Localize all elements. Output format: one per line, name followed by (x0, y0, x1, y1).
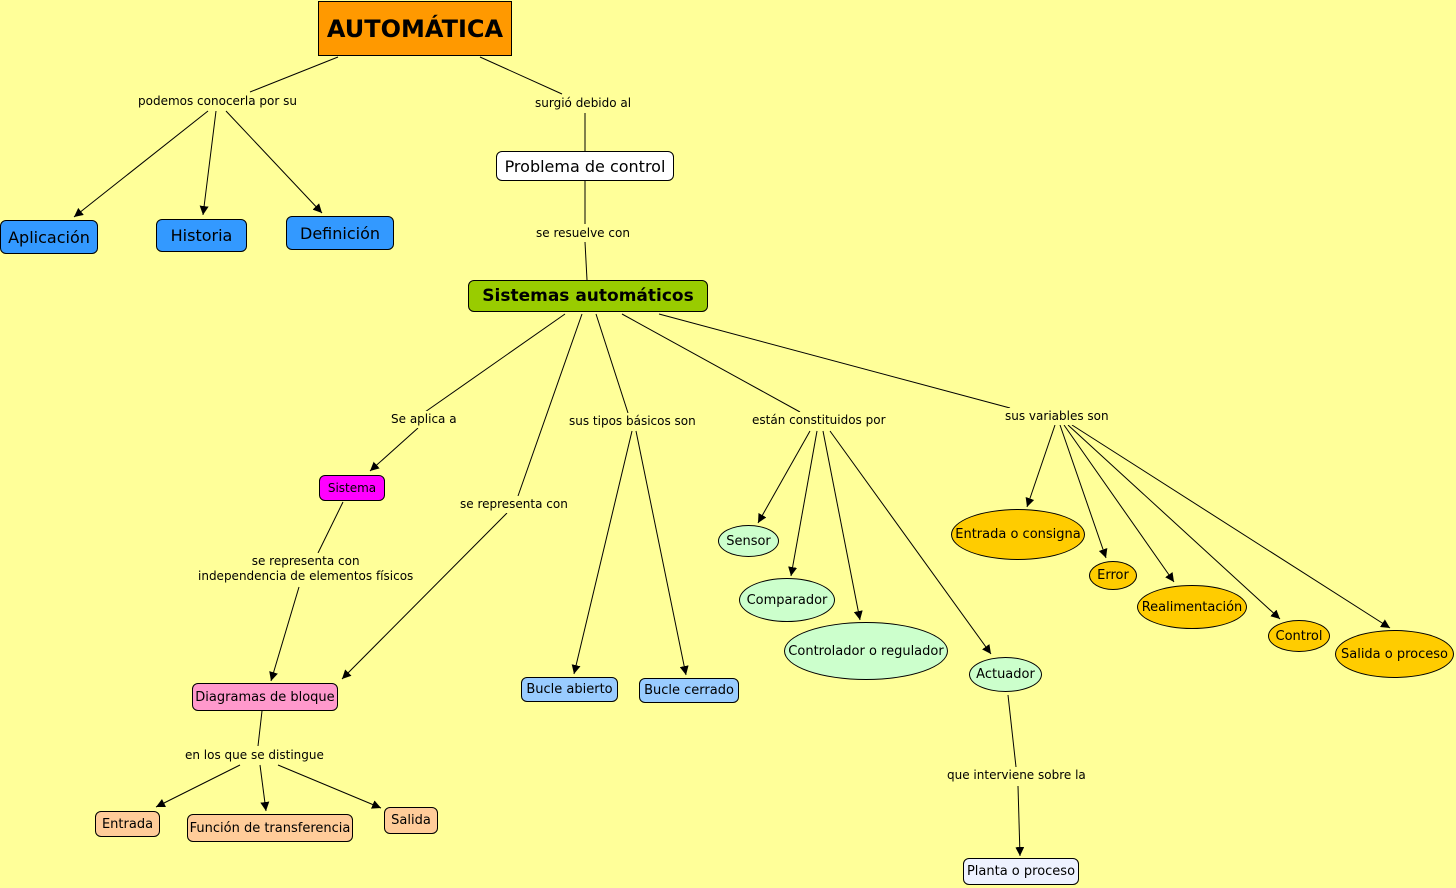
concept-sistema[interactable]: Sistema (319, 475, 385, 501)
concept-entrada-consigna[interactable]: Entrada o consigna (951, 509, 1085, 560)
connector-arrow (788, 430, 818, 577)
connector (584, 241, 588, 281)
connector-arrow (369, 427, 419, 472)
concept-realimentacion[interactable]: Realimentación (1137, 585, 1247, 629)
connector-arrow (1071, 424, 1391, 629)
connector (249, 56, 339, 93)
connector-arrow (635, 430, 689, 676)
link-podemos-conocerla[interactable]: podemos conocerla por su (136, 93, 299, 110)
connector (257, 710, 263, 747)
connector-arrow (1015, 785, 1025, 857)
concept-automatica[interactable]: AUTOMÁTICA (318, 1, 512, 56)
link-se-resuelve[interactable]: se resuelve con (534, 225, 632, 242)
connector (621, 313, 801, 413)
connector-arrow (571, 430, 633, 675)
concept-bucle-abierto[interactable]: Bucle abierto (521, 677, 618, 702)
concept-planta[interactable]: Planta o proceso (963, 858, 1079, 885)
connector-arrow (155, 764, 241, 808)
connector (479, 56, 563, 95)
connector (1007, 694, 1017, 768)
link-sus-tipos[interactable]: sus tipos básicos son (567, 413, 698, 430)
concept-bucle-cerrado[interactable]: Bucle cerrado (639, 678, 739, 703)
link-se-aplica[interactable]: Se aplica a (389, 411, 459, 428)
link-surgio-debido[interactable]: surgió debido al (533, 95, 634, 112)
concept-error[interactable]: Error (1089, 561, 1137, 590)
concept-funcion-transferencia[interactable]: Función de transferencia (187, 814, 353, 842)
link-se-representa-independencia[interactable]: se representa con independencia de eleme… (196, 553, 416, 585)
connector (317, 501, 344, 554)
link-se-representa-line1: se representa con (251, 554, 360, 568)
connector-arrow (73, 110, 209, 218)
link-distingue[interactable]: en los que se distingue (183, 747, 326, 764)
concept-historia[interactable]: Historia (156, 219, 247, 252)
concept-diagramas-bloque[interactable]: Diagramas de bloque (192, 683, 338, 711)
link-constituidos[interactable]: están constituidos por (750, 412, 888, 429)
connector-arrow (259, 764, 270, 812)
connector-arrow (199, 110, 217, 216)
concept-controlador[interactable]: Controlador o regulador (784, 622, 948, 680)
connector-arrow (757, 430, 811, 524)
connector-arrow (341, 512, 508, 680)
concept-sistemas-automaticos[interactable]: Sistemas automáticos (468, 280, 708, 312)
concept-entrada[interactable]: Entrada (95, 811, 160, 837)
link-se-representa-con[interactable]: se representa con (458, 496, 570, 513)
concept-sensor[interactable]: Sensor (718, 525, 779, 557)
link-variables[interactable]: sus variables son (1003, 408, 1111, 425)
connector (424, 313, 566, 413)
concept-control[interactable]: Control (1268, 620, 1330, 652)
connector-arrow (269, 586, 300, 682)
connector-arrow (829, 430, 992, 655)
concept-comparador[interactable]: Comparador (739, 578, 835, 622)
concept-definicion[interactable]: Definición (286, 216, 394, 250)
connector (517, 313, 583, 497)
concept-salida-proceso[interactable]: Salida o proceso (1335, 630, 1454, 678)
connector-arrow (1025, 424, 1056, 508)
connector-arrow (822, 430, 863, 621)
link-se-representa-line2: independencia de elementos físicos (198, 569, 414, 583)
connector-arrow (1067, 424, 1281, 620)
connector (595, 313, 629, 414)
connector (658, 313, 1011, 409)
connector-arrow (1063, 424, 1175, 583)
concept-aplicacion[interactable]: Aplicación (0, 220, 98, 254)
link-interviene[interactable]: que interviene sobre la (945, 767, 1088, 784)
connector-arrow (225, 110, 323, 214)
concept-problema-control[interactable]: Problema de control (496, 151, 674, 181)
concept-actuador[interactable]: Actuador (969, 657, 1042, 692)
connector-arrow (277, 764, 382, 809)
connector-arrow (1059, 424, 1108, 559)
concept-salida[interactable]: Salida (384, 807, 438, 834)
